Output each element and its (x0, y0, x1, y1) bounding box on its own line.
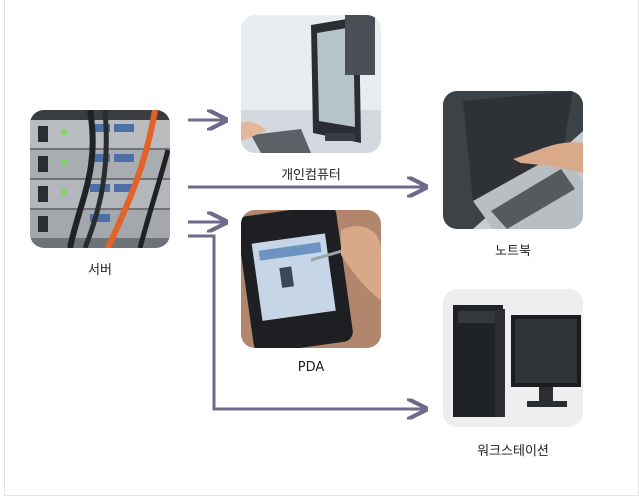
pc-image (241, 15, 381, 153)
pc-label: 개인컴퓨터 (281, 168, 341, 183)
notebook-image (443, 91, 583, 229)
arrow-server-to-workstation (188, 234, 426, 409)
workstation-image (443, 289, 583, 427)
notebook-label: 노트북 (495, 244, 531, 259)
server-label: 서버 (88, 263, 112, 278)
pda-image (241, 210, 381, 348)
workstation-label: 워크스테이션 (477, 444, 549, 459)
pda-label: PDA (297, 360, 325, 375)
server-image (30, 110, 170, 248)
